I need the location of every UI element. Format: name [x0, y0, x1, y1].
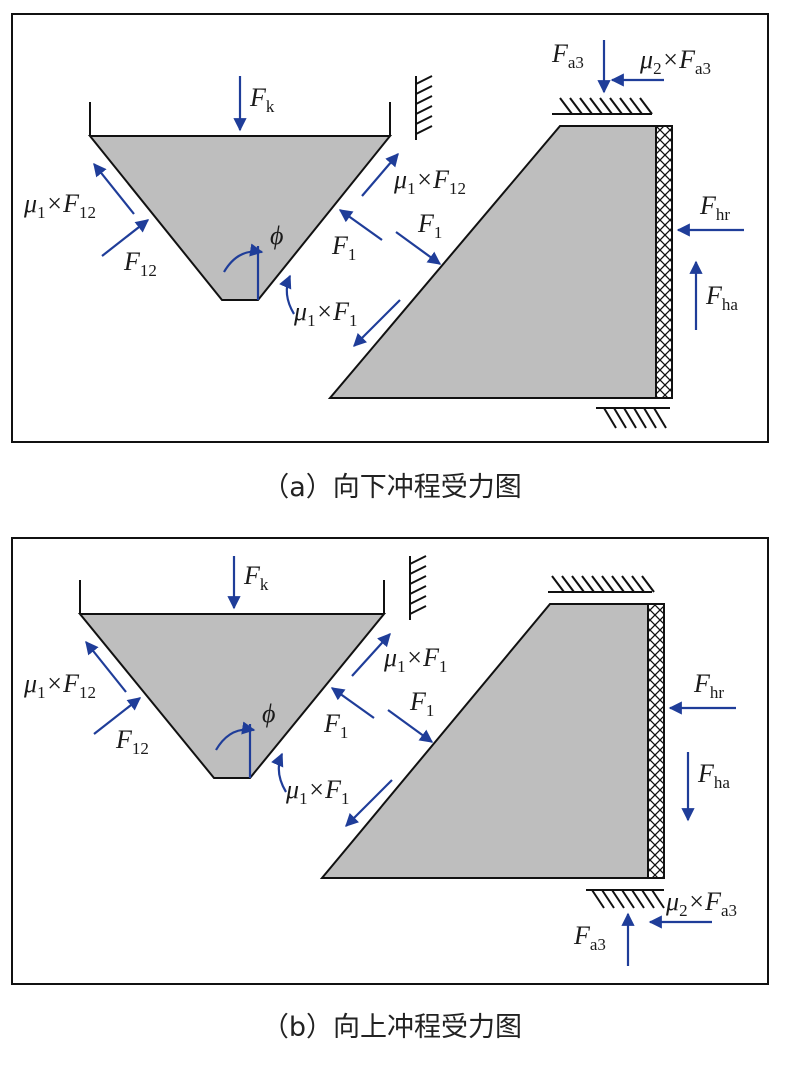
label-f1-right: F1	[409, 687, 434, 720]
caption-b: （b）向上冲程受力图	[262, 1012, 522, 1043]
arrow-f12	[101, 219, 150, 257]
arrow-mu1f1-upper	[351, 633, 391, 677]
label-fhr: Fhr	[699, 191, 730, 224]
label-f1-left: F1	[331, 231, 356, 264]
ground-support-bottom	[596, 407, 670, 429]
label-mu1f12: μ1×F12	[23, 669, 96, 702]
rotation-arrow	[279, 274, 295, 315]
ground-support-bottom	[586, 889, 665, 909]
liner-hatch	[655, 125, 673, 399]
arrow-mu1f1-lower	[345, 779, 393, 827]
label-mu1f12-left: μ1×F12	[23, 189, 96, 222]
label-fk: Fk	[243, 561, 269, 594]
panel-b: Fk μ1×F12 F12 μ1×F1 ϕ F1 F1 μ1×F1 Fhr Fh…	[11, 537, 769, 1043]
ground-support-top	[548, 575, 655, 593]
arrow-f1-right	[395, 231, 442, 265]
panel-a: Fk Fa3 μ2×Fa3 μ1×F12 F12 μ1×F12 ϕ F1 F1 …	[11, 13, 769, 503]
wedge-block	[319, 603, 649, 879]
label-phi: ϕ	[270, 221, 283, 250]
wedge-block	[327, 125, 657, 399]
label-mu1f1-upper: μ1×F1	[383, 643, 448, 676]
arrow-mu1f12-right	[361, 152, 399, 197]
label-fa3: Fa3	[573, 921, 606, 954]
label-fhr: Fhr	[693, 669, 724, 702]
label-f12: F12	[115, 725, 149, 758]
ground-support-top	[552, 97, 653, 115]
label-phi: ϕ	[262, 699, 275, 728]
arrow-f1-right	[387, 709, 434, 743]
phi-angle-arc	[215, 721, 256, 751]
phi-angle-arc	[223, 243, 264, 273]
panel-a-frame	[11, 13, 769, 443]
arrow-f1-left	[338, 209, 383, 241]
label-fa3: Fa3	[551, 39, 584, 72]
arrow-f12	[93, 697, 142, 735]
label-fha: Fha	[705, 281, 738, 314]
arrow-mu1f12-left	[93, 162, 135, 215]
caption-a: （a）向下冲程受力图	[262, 472, 522, 503]
arrow-f1-left	[330, 687, 375, 719]
wall-support-vertical	[409, 555, 427, 620]
wall-support-vertical	[415, 75, 433, 140]
label-mu1f12-right: μ1×F12	[393, 165, 466, 198]
label-mu2fa3: μ2×Fa3	[665, 887, 737, 920]
liner-hatch	[647, 603, 665, 879]
arrow-mu1f12	[85, 640, 127, 693]
label-f1-right: F1	[417, 209, 442, 242]
label-fk: Fk	[249, 83, 275, 116]
rotation-arrow	[271, 752, 287, 793]
label-fha: Fha	[697, 759, 730, 792]
arrow-mu1f1	[353, 299, 401, 347]
panel-b-frame	[11, 537, 769, 985]
label-mu2fa3: μ2×Fa3	[639, 45, 711, 78]
label-f12: F12	[123, 247, 157, 280]
label-mu1f1-lower: μ1×F1	[285, 775, 350, 808]
label-f1-left: F1	[323, 709, 348, 742]
label-mu1f1: μ1×F1	[293, 297, 358, 330]
